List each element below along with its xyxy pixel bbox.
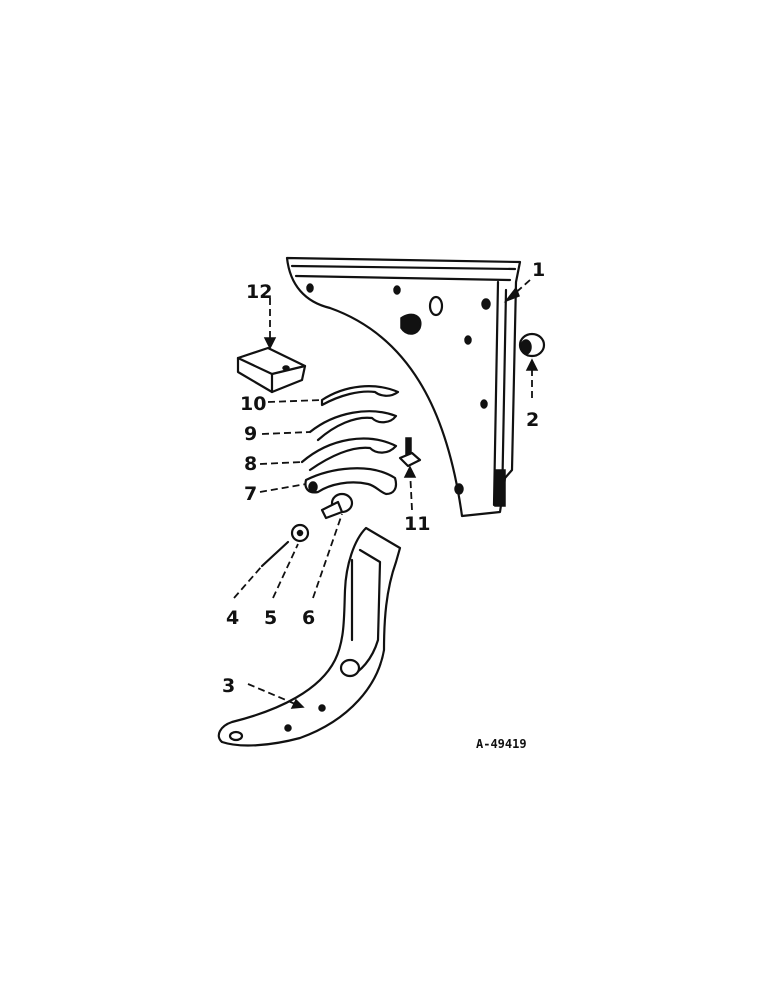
callout-11: 11 — [404, 513, 430, 535]
callout-2: 2 — [526, 409, 539, 431]
part-10-spring — [320, 385, 400, 407]
part-4-cotter-pin — [260, 540, 290, 568]
part-11-bolt — [398, 437, 422, 468]
callout-10: 10 — [240, 393, 266, 415]
callout-12: 12 — [246, 281, 272, 303]
part-6-pin — [320, 492, 354, 520]
callout-labels: 1 2 3 4 5 6 7 8 9 10 11 12 — [222, 259, 545, 697]
callout-3: 3 — [222, 675, 235, 697]
part-7-link — [304, 467, 398, 496]
callout-6: 6 — [302, 607, 315, 629]
part-8-spring — [300, 437, 398, 472]
part-1-bracket-plate — [285, 256, 522, 518]
figure-reference: A-49419 — [476, 737, 527, 751]
callout-4: 4 — [226, 607, 239, 629]
part-5-washer — [290, 523, 310, 543]
part-12-block — [236, 346, 307, 394]
callout-1: 1 — [532, 259, 545, 281]
part-9-spring — [308, 410, 398, 442]
part-3-arm — [217, 526, 402, 747]
part-2-bushing — [518, 332, 546, 358]
arrowheads — [263, 286, 539, 709]
leader-lines — [233, 279, 533, 707]
callout-8: 8 — [244, 453, 257, 475]
callout-9: 9 — [244, 423, 257, 445]
callout-5: 5 — [264, 607, 277, 629]
callout-7: 7 — [244, 483, 257, 505]
